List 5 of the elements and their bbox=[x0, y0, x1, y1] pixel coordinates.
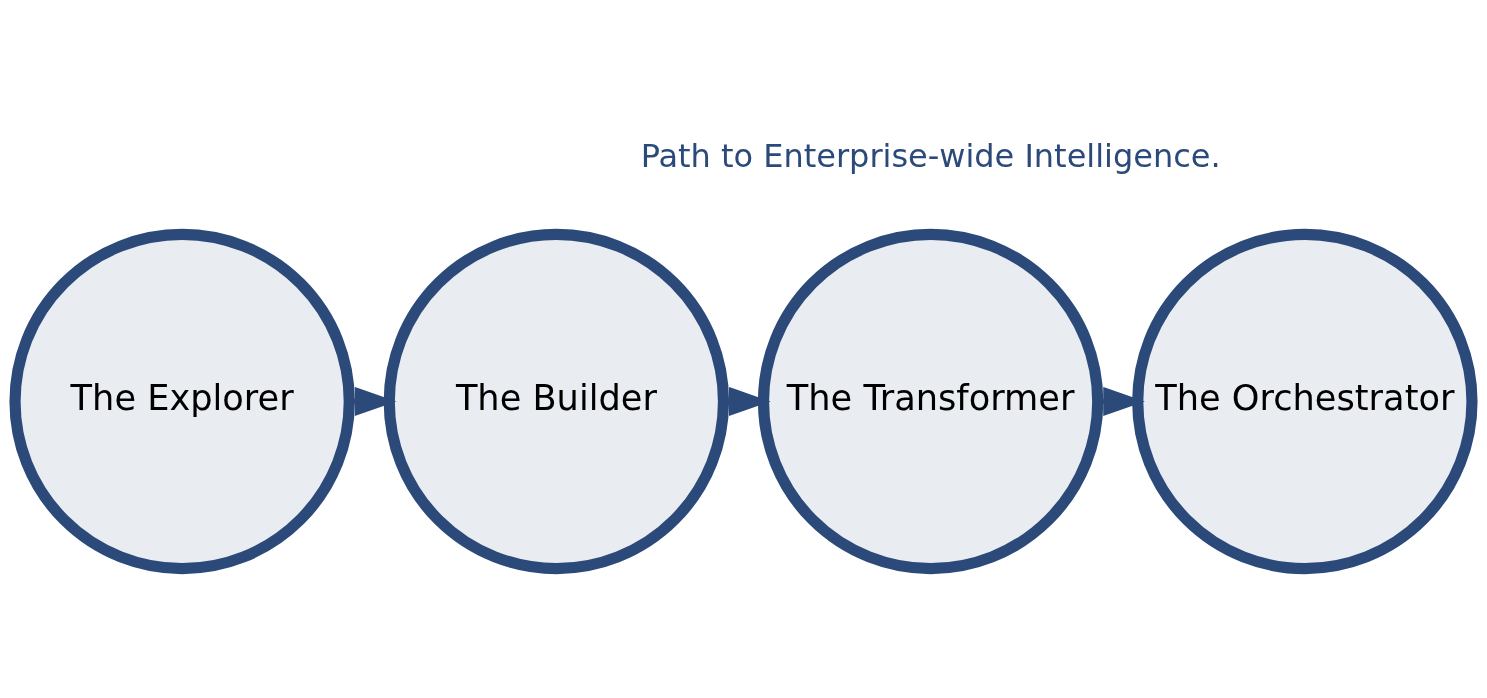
arrow bbox=[354, 386, 397, 416]
arrow bbox=[729, 386, 771, 416]
arrow bbox=[1103, 386, 1145, 416]
node-circle: The Orchestrator bbox=[1132, 228, 1478, 574]
label: Path to Enterprise-wide Intelligence. bbox=[640, 136, 1221, 175]
